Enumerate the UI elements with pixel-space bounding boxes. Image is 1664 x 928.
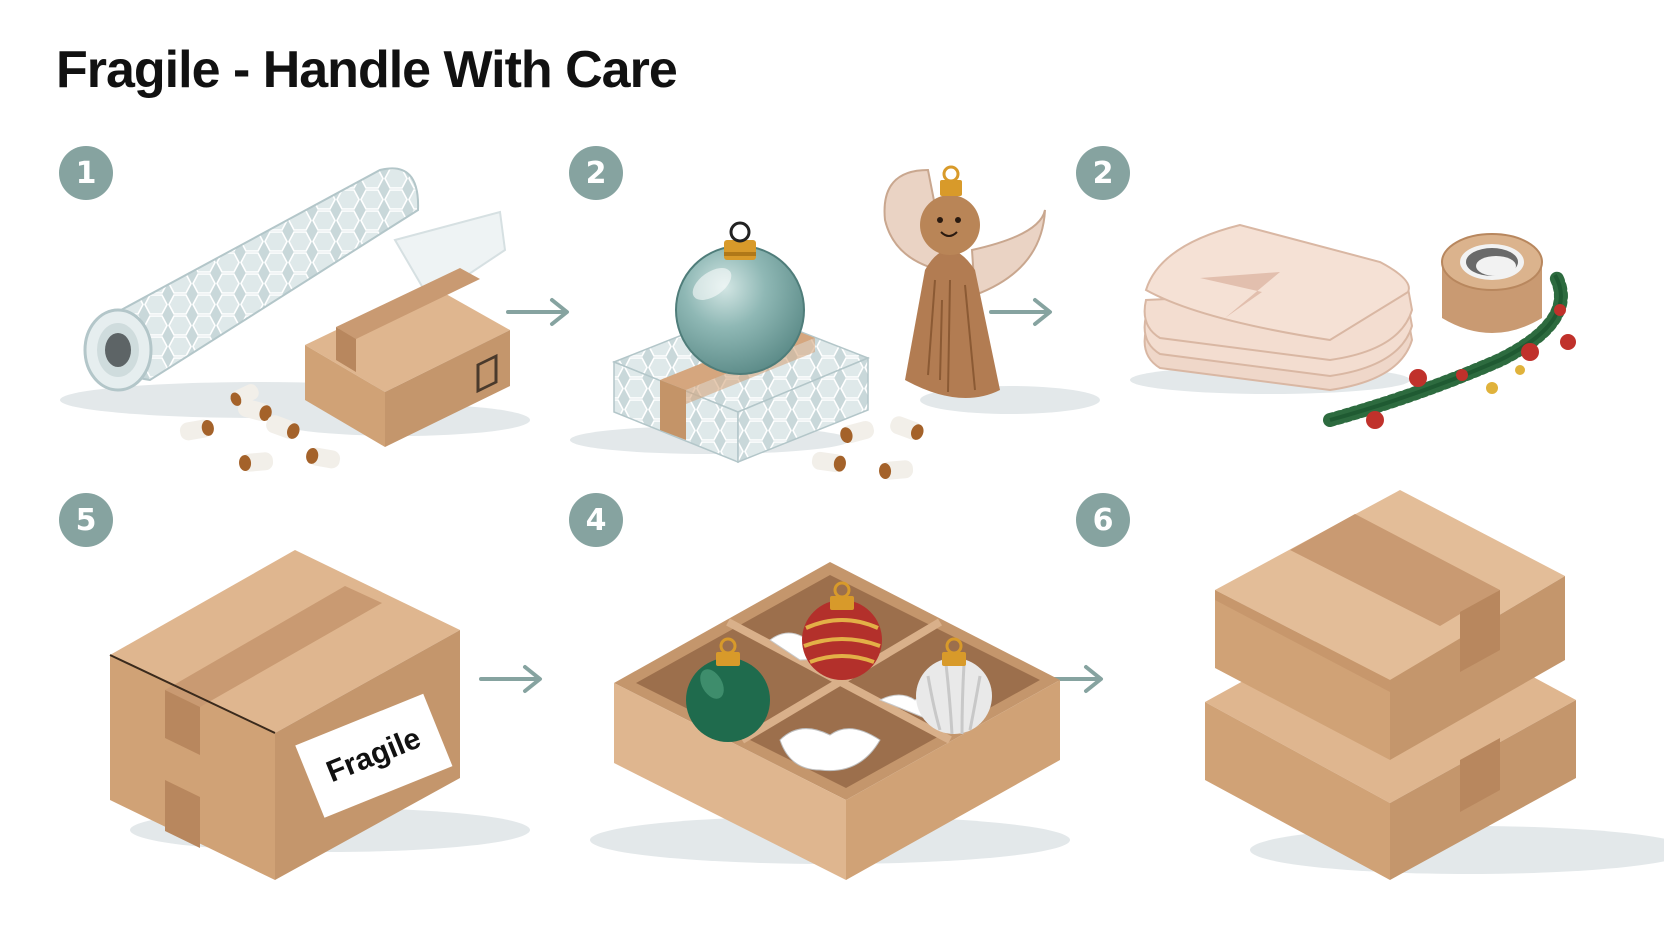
tape-roll-icon (1441, 233, 1543, 333)
arrow-right-icon (989, 298, 1052, 326)
step-badge-4: 5 (59, 493, 113, 547)
step-number: 2 (585, 155, 607, 191)
step-number: 1 (75, 155, 97, 191)
packing-peanuts-icon (811, 416, 924, 480)
wooden-angel-icon (883, 165, 1100, 414)
step-badge-1: 1 (59, 146, 113, 200)
bubble-wrap-roll-icon (60, 167, 507, 418)
cardboard-box-icon (270, 268, 530, 447)
packing-peanuts-icon (179, 384, 341, 472)
step-badge-2: 2 (569, 146, 623, 200)
ornament-icon (802, 581, 882, 680)
step-number: 6 (1092, 502, 1114, 538)
step-number: 4 (585, 502, 607, 538)
arrow-right-icon (506, 298, 569, 326)
divided-tray-icon (590, 562, 1070, 880)
step-badge-6: 6 (1076, 493, 1130, 547)
step-number: 5 (75, 502, 97, 538)
garland-icon (1323, 268, 1576, 429)
step-badge-5: 4 (569, 493, 623, 547)
page-title: Fragile - Handle With Care (56, 41, 678, 99)
ornament-icon (686, 637, 770, 742)
stacked-boxes-icon (1205, 490, 1664, 880)
fragile-box-icon: Fragile (109, 550, 530, 880)
glass-ornament-icon (675, 221, 805, 375)
folded-cloth-icon (1130, 223, 1414, 394)
ornament-icon (916, 637, 992, 735)
arrow-right-icon (479, 665, 542, 693)
step-number: 2 (1092, 155, 1114, 191)
step-badge-3: 2 (1076, 146, 1130, 200)
